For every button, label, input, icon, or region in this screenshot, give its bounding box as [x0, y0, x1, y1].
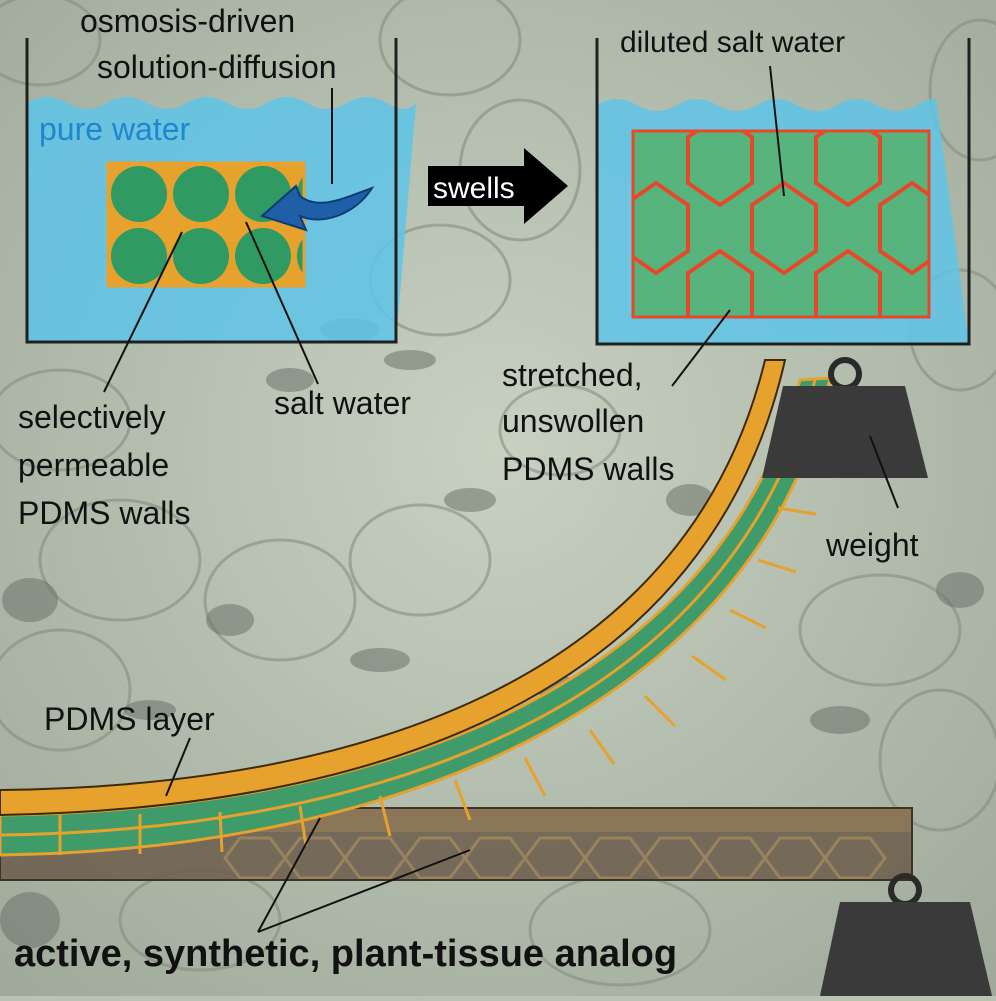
weight-icon-lower	[820, 873, 992, 996]
diluted-salt-water-label: diluted salt water	[620, 26, 845, 59]
caption: active, synthetic, plant-tissue analog	[14, 933, 677, 975]
stretched-label-line1: stretched,	[502, 357, 643, 393]
osmosis-label-line2: solution-diffusion	[97, 49, 337, 85]
stretched-hex-walls	[633, 131, 929, 317]
selective-label-line3: PDMS walls	[18, 495, 190, 531]
left-tank-walls	[25, 38, 398, 344]
pdms-layer-band	[0, 359, 787, 817]
weight-icon	[762, 357, 928, 478]
caption-leader-line-1	[257, 817, 321, 933]
stretched-leader-line	[671, 309, 731, 387]
pdms-layer-label: PDMS layer	[44, 701, 215, 737]
osmosis-label-line1: osmosis-driven	[80, 3, 295, 39]
swells-label: swells	[433, 172, 515, 205]
pure-water-label: pure water	[39, 111, 191, 147]
selective-leader-line	[103, 231, 183, 393]
selective-label-line1: selectively	[18, 399, 166, 435]
stretched-label-line3: PDMS walls	[502, 451, 674, 487]
salt-water-cells-box	[108, 163, 304, 286]
selective-label-line2: permeable	[18, 447, 169, 483]
weight-leader-line	[869, 435, 899, 509]
curved-arrow-icon	[260, 184, 375, 232]
right-arrow-icon	[428, 148, 568, 224]
stretched-label-line2: unswollen	[502, 403, 644, 439]
right-tank-walls	[595, 38, 971, 346]
caption-leader-line-2	[257, 849, 471, 933]
pdms-layer-leader-line	[165, 737, 191, 797]
salt-water-label: salt water	[274, 385, 411, 421]
salt-water-leader-line	[245, 221, 319, 385]
diluted-leader-line	[769, 65, 785, 197]
weight-label: weight	[825, 527, 919, 563]
diluted-cells-border	[631, 129, 931, 319]
